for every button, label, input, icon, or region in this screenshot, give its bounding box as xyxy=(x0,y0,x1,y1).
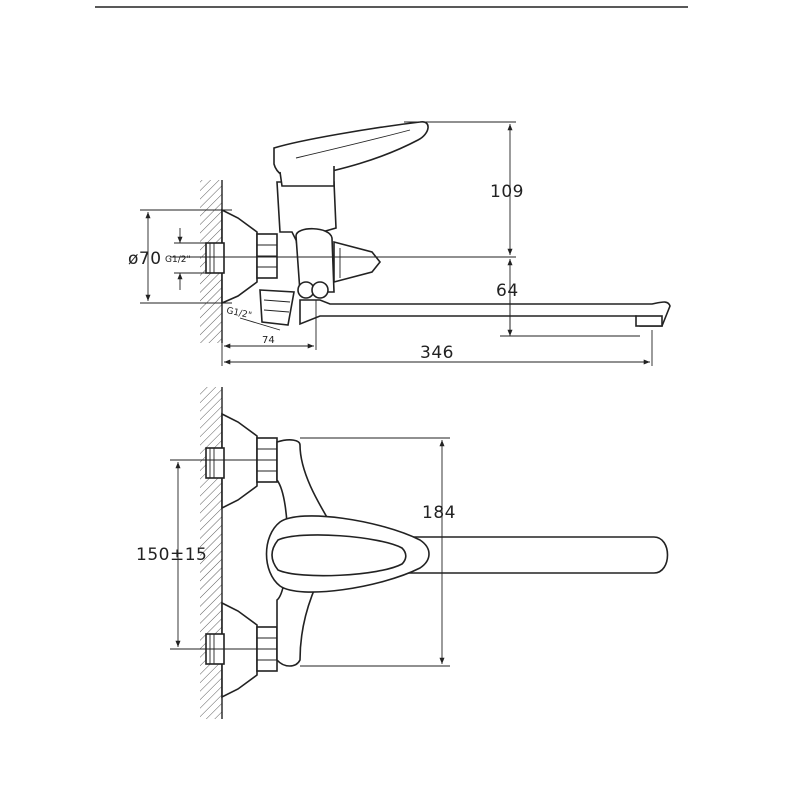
dim-70: ø70 xyxy=(128,209,232,304)
dim-70-label: ø70 xyxy=(128,249,162,269)
dim-64: 64 xyxy=(496,259,640,337)
dim-150-label: 150±15 xyxy=(136,545,207,565)
dim-346: 346 xyxy=(224,330,653,366)
wall-flange xyxy=(221,208,258,305)
thread-bottom-label: G1/2" xyxy=(225,306,252,321)
spout-aerator xyxy=(635,315,663,327)
spout-side xyxy=(299,299,671,327)
dim-thread-top: G1/2" xyxy=(165,228,210,290)
dim-109: 109 xyxy=(404,121,524,255)
dim-64-label: 64 xyxy=(496,281,519,301)
diverter-knob xyxy=(333,240,382,284)
dim-150: 150±15 xyxy=(136,459,272,650)
dim-109-label: 109 xyxy=(490,182,524,202)
dim-184: 184 xyxy=(300,437,456,667)
side-view xyxy=(170,121,671,343)
top-view xyxy=(200,387,669,719)
dim-74-label: 74 xyxy=(262,335,275,346)
thread-top-label: G1/2" xyxy=(165,255,191,265)
upper-flange xyxy=(221,412,258,510)
lower-flange xyxy=(221,601,258,699)
dim-346-label: 346 xyxy=(420,343,454,363)
spout-top xyxy=(399,536,669,574)
dim-184-label: 184 xyxy=(422,503,456,523)
shower-outlet xyxy=(259,289,295,326)
dim-74: 74 xyxy=(221,300,317,366)
